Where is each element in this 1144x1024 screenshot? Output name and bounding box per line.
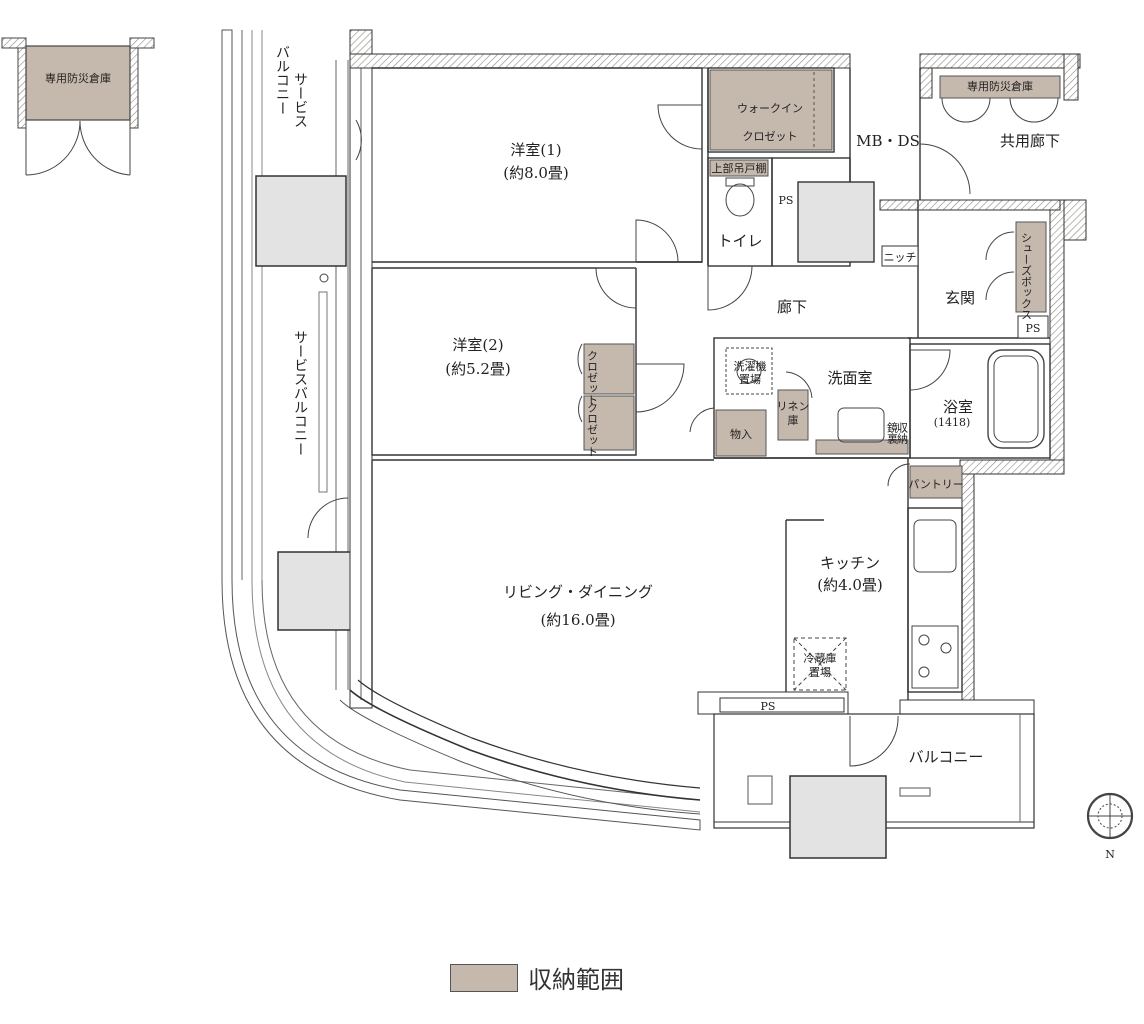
- stove: [911, 625, 959, 689]
- wic-label-2: クロゼット: [743, 130, 798, 143]
- inset-disaster-storage: 専用防災倉庫: [1, 37, 155, 176]
- balcony-outdoor-unit: [789, 775, 887, 859]
- niche-box: [881, 245, 919, 267]
- balcony-label: バルコニー: [909, 748, 984, 766]
- linen-label-2: 庫: [788, 413, 799, 427]
- pantry-label: パントリー: [908, 478, 964, 491]
- western-room-2-area: (約5.2畳): [445, 360, 511, 378]
- mirror-storage-label-1: 鏡裏: [886, 421, 899, 445]
- pantry-fill: [909, 465, 963, 499]
- toilet-bowl: [725, 183, 755, 217]
- closet-2-label: クロゼット: [586, 402, 599, 457]
- kitchen-name: キッチン: [820, 554, 880, 572]
- legend-swatch: [450, 963, 518, 992]
- bathroom-label: 浴室: [943, 398, 973, 416]
- service-balcony-top-label-2: バルコニー: [274, 45, 290, 115]
- disaster-storage-fill: [939, 75, 1061, 99]
- ld-window-curve: [339, 679, 701, 815]
- bathroom-size: (1418): [934, 416, 971, 429]
- storage-fill: [715, 409, 767, 457]
- corridor-label: 廊下: [777, 298, 807, 316]
- ps-entrance-box: [1017, 315, 1049, 339]
- washer-area: [725, 347, 773, 395]
- linen-label-1: リネン: [777, 400, 810, 413]
- disaster-storage-label: 専用防災倉庫: [967, 79, 1033, 93]
- western-room-1-area: (約8.0畳): [503, 164, 569, 182]
- kitchen-area: (約4.0畳): [817, 576, 883, 594]
- walk-in-closet-fill: [709, 69, 833, 151]
- compass-icon: [1086, 792, 1134, 840]
- bathtub: [987, 349, 1045, 449]
- interior-walls: [371, 67, 1051, 700]
- shoe-box-label: シューズボックス: [1020, 232, 1033, 320]
- fridge-label-1: 冷蔵庫: [804, 651, 837, 665]
- entrance-label: 玄関: [945, 289, 975, 307]
- service-balcony-top-label-1: サービス: [292, 72, 308, 128]
- mirror-storage-label-2: 収納: [896, 422, 909, 445]
- washer-label-2: 置場: [739, 373, 761, 386]
- legend: 収納範囲: [450, 960, 624, 995]
- toilet-label: トイレ: [717, 232, 762, 250]
- closet-2-fill: [583, 395, 635, 451]
- kitchen-sink: [913, 519, 957, 573]
- ps-label-entrance: PS: [1026, 322, 1041, 335]
- niche-label: ニッチ: [884, 251, 917, 264]
- exterior-walls: [349, 29, 1087, 715]
- ps-kitchen-box: [719, 697, 845, 713]
- wic-label-1: ウォークイン: [737, 102, 803, 115]
- upper-cabinet-fill: [709, 159, 769, 177]
- closet-1-fill: [583, 343, 635, 395]
- inset-storage-label: 専用防災倉庫: [45, 71, 111, 85]
- storage-label: 物入: [730, 427, 752, 441]
- shoe-box-fill: [1015, 221, 1047, 313]
- ps-shaft: [797, 181, 875, 263]
- upper-cabinet-label: 上部吊戸棚: [712, 161, 767, 175]
- washer-label-1: 洗濯機: [734, 359, 767, 373]
- outdoor-unit-top: [255, 175, 347, 267]
- ps-label-toilet: PS: [779, 194, 794, 207]
- inset-storage-fill: [25, 45, 131, 121]
- western-room-2-name: 洋室(2): [452, 336, 503, 354]
- closet-1-label: クロゼット: [586, 350, 599, 405]
- common-corridor-label: 共用廊下: [1000, 132, 1060, 150]
- compass-north-label: N: [1105, 848, 1115, 861]
- washroom-label: 洗面室: [827, 369, 872, 387]
- linen-fill: [777, 389, 809, 441]
- living-dining-area: (約16.0畳): [540, 611, 615, 629]
- mb-ds-label: MB・DS: [856, 132, 920, 150]
- legend-label: 収納範囲: [528, 966, 624, 994]
- service-balcony-side-label: サービスバルコニー: [292, 330, 308, 456]
- washbasin: [837, 407, 885, 443]
- balcony: [713, 713, 1035, 859]
- living-dining-name: リビング・ダイニング: [503, 583, 653, 601]
- fridge-label-2: 置場: [809, 666, 831, 679]
- outdoor-unit-bottom: [277, 551, 361, 631]
- western-room-1-name: 洋室(1): [510, 141, 561, 159]
- fridge-area: [793, 637, 847, 691]
- ps-label-kitchen: PS: [761, 700, 776, 713]
